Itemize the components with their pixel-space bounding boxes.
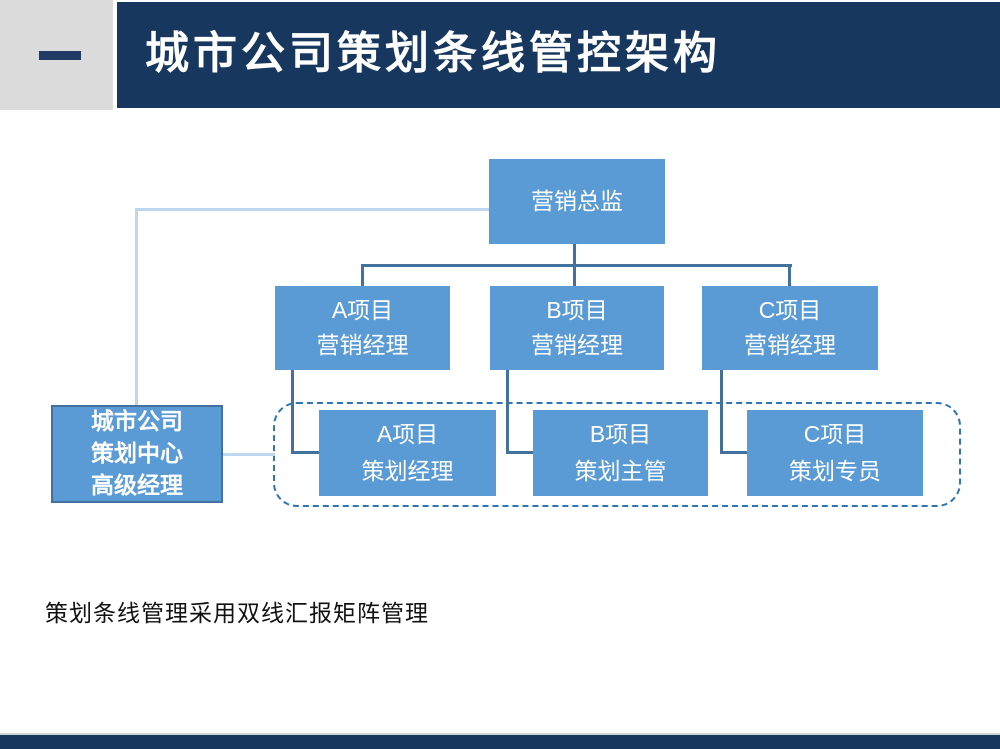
org-node-project-b-marketing-manager: B项目 营销经理 — [490, 286, 664, 370]
connector-line — [361, 264, 792, 267]
org-node-label: C项目 — [803, 421, 867, 447]
connector-line-light — [135, 208, 138, 407]
connector-line — [291, 370, 294, 454]
connector-line — [788, 264, 791, 288]
org-node-label: C项目 — [758, 297, 822, 323]
org-node-label: 营销经理 — [316, 332, 409, 358]
org-node-label: 城市公司 — [91, 408, 183, 435]
caption-text: 策划条线管理采用双线汇报矩阵管理 — [45, 600, 429, 626]
org-node-label: 策划中心 — [91, 440, 183, 467]
org-node-label: 策划专员 — [789, 458, 881, 484]
org-node-project-a-marketing-manager: A项目 营销经理 — [275, 286, 450, 370]
org-node-label: 高级经理 — [91, 471, 183, 498]
title-bar: 城市公司策划条线管控架构 — [117, 2, 1000, 108]
org-node-label: A项目 — [331, 297, 394, 323]
connector-line — [506, 370, 509, 454]
connector-line — [720, 370, 723, 454]
org-node-label: A项目 — [376, 421, 439, 447]
bottom-bar — [0, 733, 1000, 749]
connector-line-light — [223, 453, 275, 456]
org-node-label: B项目 — [589, 421, 652, 447]
section-marker — [0, 0, 113, 110]
connector-line — [573, 244, 576, 266]
org-node-marketing-director: 营销总监 — [489, 159, 665, 244]
org-node-label: 营销经理 — [531, 332, 623, 358]
org-node-label: B项目 — [546, 297, 608, 323]
connector-line — [573, 264, 576, 288]
org-node-label: 营销经理 — [744, 332, 836, 358]
org-node-project-c-marketing-manager: C项目 营销经理 — [702, 286, 878, 370]
page-title: 城市公司策划条线管控架构 — [145, 28, 721, 79]
connector-line-light — [135, 208, 489, 211]
org-node-project-c-planning-specialist: C项目 策划专员 — [747, 410, 923, 496]
org-node-project-a-planning-manager: A项目 策划经理 — [319, 410, 496, 496]
org-node-label: 营销总监 — [531, 188, 623, 214]
org-node-label: 策划经理 — [361, 458, 454, 484]
section-dash-icon — [39, 51, 81, 60]
org-node-project-b-planning-supervisor: B项目 策划主管 — [533, 410, 708, 496]
org-node-label: 策划主管 — [574, 458, 667, 484]
connector-line — [361, 264, 364, 288]
org-node-city-planning-center-senior-manager: 城市公司 策划中心 高级经理 — [51, 405, 223, 503]
connector-line — [291, 451, 321, 454]
connector-line — [720, 451, 749, 454]
connector-line — [506, 451, 535, 454]
